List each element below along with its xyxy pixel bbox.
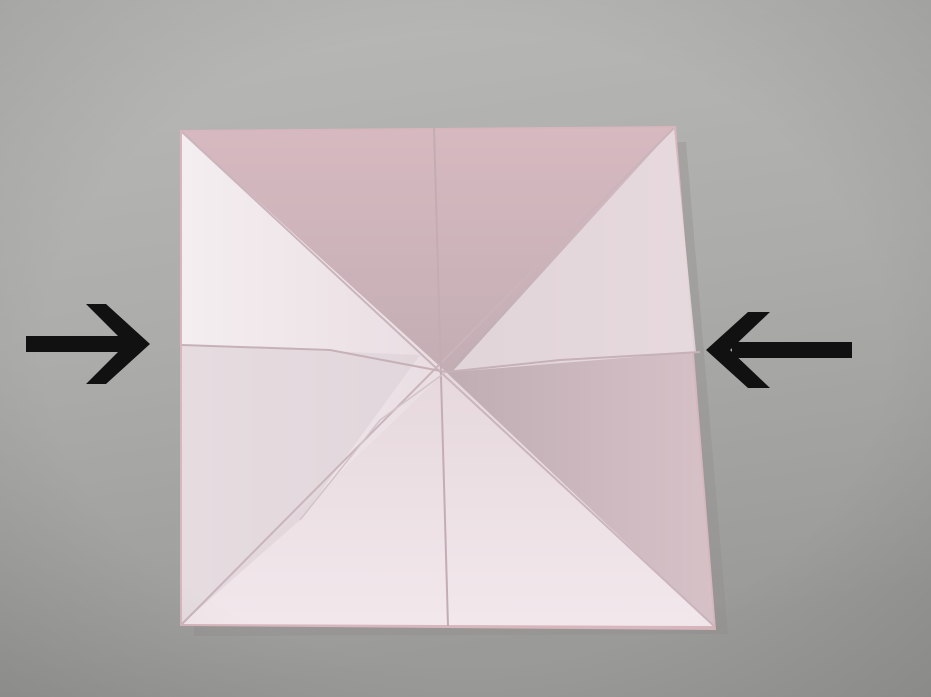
- photo-vignette: [0, 0, 931, 697]
- photo-canvas: [0, 0, 931, 697]
- origami-photo: [0, 0, 931, 697]
